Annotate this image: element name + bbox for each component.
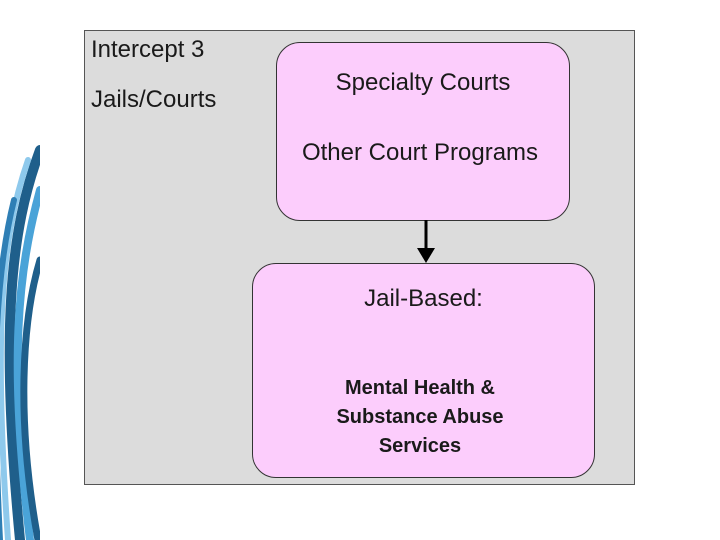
- jail-services-label: Mental Health & Substance Abuse Services: [336, 377, 504, 457]
- specialty-courts-label: Specialty Courts: [335, 69, 511, 96]
- intercept-title: Intercept 3: [91, 36, 205, 63]
- arrow-down-icon: [417, 220, 435, 263]
- jail-based-box: [252, 263, 595, 478]
- jail-based-heading: Jail-Based:: [364, 285, 483, 312]
- courts-box: [276, 42, 570, 221]
- intercept-subtitle: Jails/Courts: [91, 86, 217, 113]
- other-court-programs-label: Other Court Programs: [301, 139, 539, 166]
- side-wave-decoration: [0, 0, 40, 540]
